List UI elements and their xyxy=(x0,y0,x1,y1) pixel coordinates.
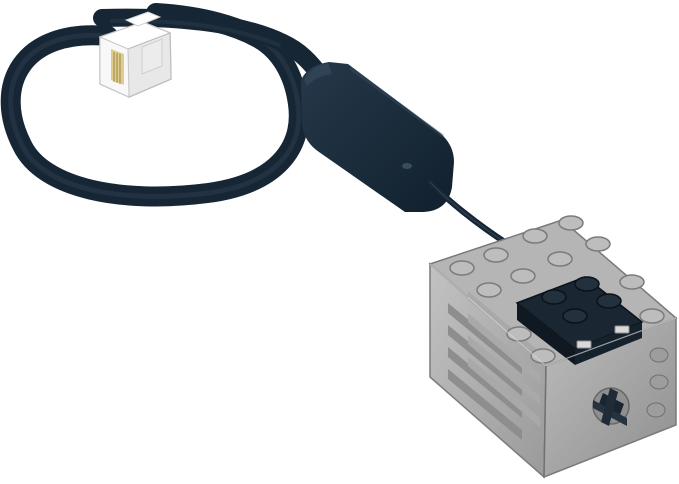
top-studs xyxy=(449,215,665,364)
modular-plug-icon xyxy=(98,11,172,98)
axle-shaft-icon xyxy=(592,387,630,426)
cable-housing xyxy=(301,62,454,212)
vent-grooves xyxy=(448,291,540,440)
motor-block xyxy=(428,215,678,479)
